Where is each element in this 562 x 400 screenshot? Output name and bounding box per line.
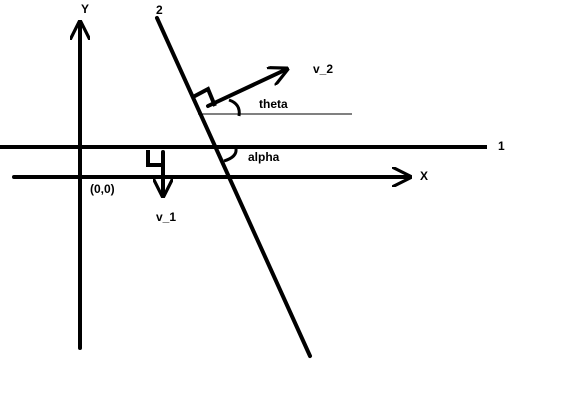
alpha-arc xyxy=(223,148,238,163)
theta-label: theta xyxy=(259,97,288,111)
right-angle-marker-v1 xyxy=(146,150,163,167)
origin-label: (0,0) xyxy=(90,182,115,196)
line-2 xyxy=(155,16,312,358)
x-axis-label: X xyxy=(420,169,428,183)
v1-label: v_1 xyxy=(156,210,176,224)
line-1-label: 1 xyxy=(498,139,505,153)
vector-v2 xyxy=(206,69,287,108)
alpha-label: alpha xyxy=(248,150,280,164)
right-angle-marker-v2 xyxy=(192,86,217,107)
y-axis-label: Y xyxy=(81,2,89,16)
v2-label: v_2 xyxy=(313,62,333,76)
line-2-label: 2 xyxy=(156,3,163,17)
theta-arc xyxy=(228,98,241,117)
